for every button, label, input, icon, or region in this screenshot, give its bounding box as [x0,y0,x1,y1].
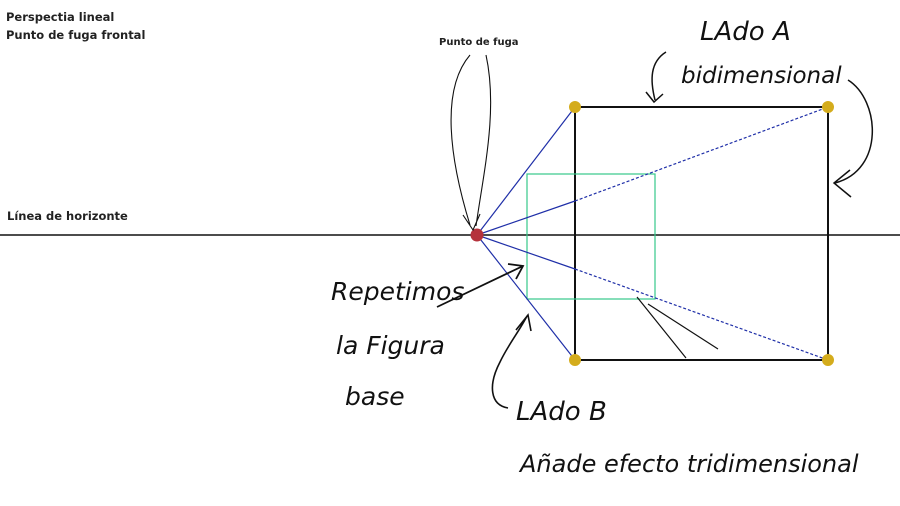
side-a-arrow-right [832,79,874,198]
vanishing-point-label: Punto de fuga [439,37,519,48]
vanishing-point-arrow [450,54,492,232]
side-b-label-2: Añade efecto tridimensional [518,450,859,478]
projection-line-bottom-right-solid [476,234,576,270]
corner-dot-bottom-right [822,354,834,366]
corner-dot-top-right [822,101,834,113]
side-b-arrow-right [636,296,719,359]
title-block: Perspectia lineal Punto de fuga frontal [6,8,145,44]
repeat-label-3: base [345,382,405,411]
green-square [526,173,656,300]
title-line-2: Punto de fuga frontal [6,28,146,42]
side-b-arrow-left [491,313,532,409]
vanishing-point-dot [470,228,484,242]
projection-line-top-right-solid [476,200,576,236]
projection-line-top-left [476,106,576,236]
repeat-label-1: Repetimos [331,277,464,306]
repeat-label-2: la Figura [336,331,445,360]
title-line-1: Perspectia lineal [6,10,115,24]
side-a-label-1: LAdo A [700,17,791,47]
side-a-arrow-left [645,51,667,104]
projection-line-bottom-right-dashed [574,268,829,361]
side-b-label-1: LAdo B [516,397,607,427]
corner-dot-bottom-left [569,354,581,366]
projection-line-top-right-dashed [574,106,829,202]
side-a-label-2: bidimensional [681,63,842,89]
horizon-label: Línea de horizonte [7,209,128,223]
repeat-arrow [436,263,525,308]
corner-dot-top-left [569,101,581,113]
front-square [574,106,829,361]
projection-line-bottom-left [476,234,576,361]
